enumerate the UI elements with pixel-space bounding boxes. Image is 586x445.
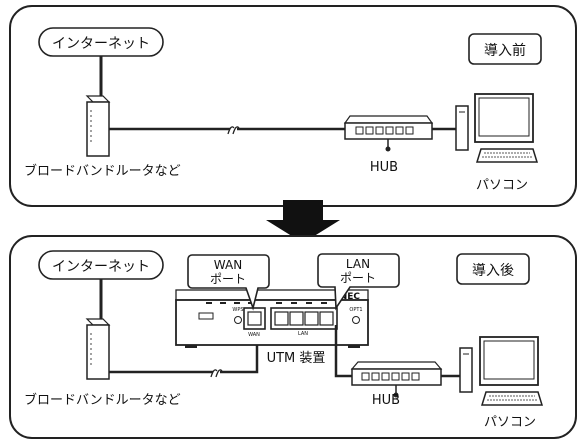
router-icon-2 bbox=[85, 318, 111, 380]
before-panel: インターネット 導入前 ブロードバンドルータなど bbox=[9, 5, 577, 207]
hub-icon-2 bbox=[350, 361, 443, 398]
after-badge-label: 導入後 bbox=[472, 263, 514, 279]
pc-label-2: パソコン bbox=[484, 415, 536, 430]
wan-port-highlight bbox=[243, 307, 266, 330]
router-icon bbox=[85, 95, 111, 157]
lan-callout: LAN ポート bbox=[317, 253, 400, 311]
before-badge-label: 導入前 bbox=[484, 42, 526, 59]
hub-icon bbox=[343, 115, 434, 152]
utm-label: UTM 装置 bbox=[267, 351, 326, 366]
pc-icon-2 bbox=[459, 336, 544, 406]
pc-label: パソコン bbox=[476, 178, 528, 193]
router-label: ブロードバンドルータなど bbox=[24, 163, 181, 179]
hub-label: HUB bbox=[370, 160, 398, 175]
pc-icon bbox=[455, 93, 539, 163]
internet-label-2: インターネット bbox=[52, 259, 150, 275]
after-panel: インターネット 導入後 ブロードバンドルータなど bbox=[9, 235, 577, 439]
router-label-2: ブロードバンドルータなど bbox=[24, 392, 181, 408]
wan-callout-line1: WAN bbox=[214, 258, 242, 272]
after-badge bbox=[456, 253, 530, 285]
internet-label: インターネット bbox=[52, 36, 150, 52]
lan-port-highlight bbox=[270, 307, 338, 330]
port-label-lan: LAN bbox=[298, 331, 308, 337]
port-label-wan: WAN bbox=[248, 332, 260, 338]
lan-callout-line2: ポート bbox=[340, 271, 376, 285]
before-badge bbox=[468, 33, 542, 65]
wan-callout: WAN ポート bbox=[187, 254, 270, 311]
port-label-opt: OPT1 bbox=[349, 307, 362, 313]
hub-label-2: HUB bbox=[372, 393, 400, 408]
transition-arrow bbox=[266, 200, 340, 243]
cable-break bbox=[227, 126, 240, 135]
wan-callout-line2: ポート bbox=[210, 272, 246, 286]
cable-break-2 bbox=[210, 369, 223, 378]
lan-callout-line1: LAN bbox=[346, 257, 370, 271]
utm-brand: NEC bbox=[340, 292, 361, 302]
port-label-wps: WPS bbox=[232, 307, 243, 313]
